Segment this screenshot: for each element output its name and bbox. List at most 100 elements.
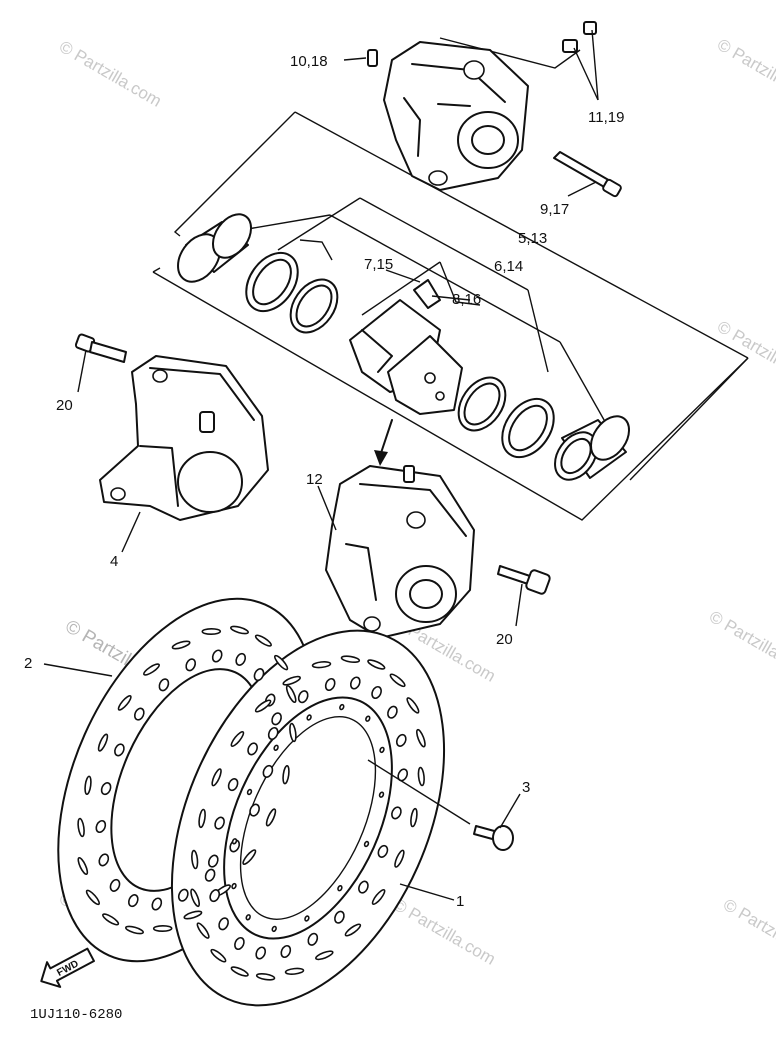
label-7-15: 7,15 xyxy=(364,256,393,273)
disc2-slot xyxy=(125,925,144,935)
disc1-hole xyxy=(227,778,239,792)
watermark-mid-right: © Partzilla.com xyxy=(714,317,776,391)
disc2-hole xyxy=(185,658,197,672)
disc1-slot xyxy=(344,923,362,937)
bolt-right-part-20 xyxy=(497,565,551,595)
disc1-small-hole xyxy=(363,840,370,848)
disc2-hole xyxy=(211,649,223,663)
disc2-slot xyxy=(265,808,277,827)
disc1-hole xyxy=(334,910,345,924)
brake-disc-part-1 xyxy=(170,629,446,1007)
disc1-slot xyxy=(311,661,332,669)
leader-lines xyxy=(43,29,599,901)
pad-spring-part-8-16 xyxy=(413,279,441,309)
disc2-hole xyxy=(177,888,189,902)
disc2-slot xyxy=(230,625,249,635)
disc1-small-hole xyxy=(245,914,251,921)
disc1-slot xyxy=(315,950,334,961)
disc1-slot xyxy=(371,889,386,905)
label-10-18: 10,18 xyxy=(290,53,328,70)
watermark-bottom-center: © Partzilla.com xyxy=(390,895,499,969)
disc1-slot xyxy=(198,808,206,829)
disc1-slot xyxy=(230,731,245,747)
label-8-16: 8,16 xyxy=(452,291,481,308)
disc2-hole xyxy=(249,803,260,817)
disc1-slot xyxy=(190,888,200,908)
disc2-hole xyxy=(204,868,216,882)
disc2-hole xyxy=(114,743,125,757)
caliper-left-part-4 xyxy=(99,355,269,521)
disc2-slot xyxy=(97,733,109,752)
disc1-hole xyxy=(358,880,369,894)
label-5-13: 5,13 xyxy=(518,230,547,247)
disc1-hole xyxy=(207,854,219,868)
disc1-hole xyxy=(271,712,282,726)
pad-pin-part-9-17 xyxy=(553,151,622,198)
watermark-lower-right: © Partzilla.com xyxy=(706,607,776,681)
label-1: 1 xyxy=(456,893,464,910)
disc1-hole xyxy=(297,690,309,704)
disc1-hole xyxy=(214,816,225,830)
disc1-hole xyxy=(247,742,258,756)
label-3: 3 xyxy=(522,779,530,796)
label-11-19: 11,19 xyxy=(588,109,624,126)
label-4: 4 xyxy=(110,553,118,570)
disc1-hole xyxy=(324,677,336,692)
disc2-slot xyxy=(254,634,272,647)
seal-outer-left xyxy=(245,251,299,313)
disc1-small-hole xyxy=(379,746,385,754)
disc1-slot xyxy=(416,728,426,748)
caliper-right-part-12 xyxy=(325,465,475,639)
disc2-slot xyxy=(183,910,203,920)
disc1-slot xyxy=(406,697,420,714)
disc2-hole xyxy=(151,897,163,911)
disc2-hole xyxy=(98,853,110,867)
disc1-slot xyxy=(196,922,210,939)
piston-right xyxy=(554,415,631,481)
disc1-hole xyxy=(395,733,407,747)
disc2-hole xyxy=(158,678,170,692)
disc1-small-hole xyxy=(378,791,385,798)
disc2-hole xyxy=(133,707,145,721)
disc2-slot xyxy=(77,856,89,876)
disc1-hole xyxy=(255,946,267,960)
disc2-slot xyxy=(85,889,100,906)
diagram-code: 1UJ110-6280 xyxy=(30,1007,122,1023)
label-12: 12 xyxy=(306,471,323,488)
disc1-small-hole xyxy=(246,788,253,796)
bleed-screw-part-10-18 xyxy=(367,49,378,67)
disc1-slot xyxy=(282,675,301,686)
disc1-small-hole xyxy=(271,925,277,933)
disc-holes xyxy=(77,625,426,981)
label-9-17: 9,17 xyxy=(540,201,569,218)
disc2-hole xyxy=(235,652,247,666)
disc2-slot xyxy=(242,849,257,865)
disc2-hole xyxy=(267,726,279,741)
disc2-slot xyxy=(274,654,289,671)
disc1-slot xyxy=(394,849,405,868)
disc1-slot xyxy=(284,967,305,975)
disc2-slot xyxy=(289,722,297,743)
disc2-slot xyxy=(152,924,173,933)
disc2-hole xyxy=(100,782,112,796)
brake-pad-rear xyxy=(387,335,463,415)
seal-inner-right xyxy=(457,376,507,432)
label-20-right: 20 xyxy=(496,631,513,648)
disc1-slot xyxy=(211,768,222,787)
disc2-slot xyxy=(143,663,160,676)
disc1-small-hole xyxy=(273,744,279,751)
disc-bolt-part-3 xyxy=(473,825,514,851)
bolt-left-part-20 xyxy=(74,333,127,363)
watermark-bottom-right: © Partzilla.com xyxy=(720,895,776,969)
disc1-small-hole xyxy=(365,715,371,722)
bleed-cap-parts-11-19 xyxy=(562,21,597,53)
disc1-small-hole xyxy=(306,714,312,721)
disc1-hole xyxy=(377,844,389,858)
disc1-small-hole xyxy=(339,703,345,711)
disc1-small-hole xyxy=(231,838,238,845)
exploded-bracket xyxy=(152,37,749,521)
disc1-slot xyxy=(389,673,406,688)
callout-labels: 10,18 11,19 9,17 5,13 6,14 7,15 8,16 20 … xyxy=(24,53,624,910)
disc1-slot xyxy=(191,849,199,870)
